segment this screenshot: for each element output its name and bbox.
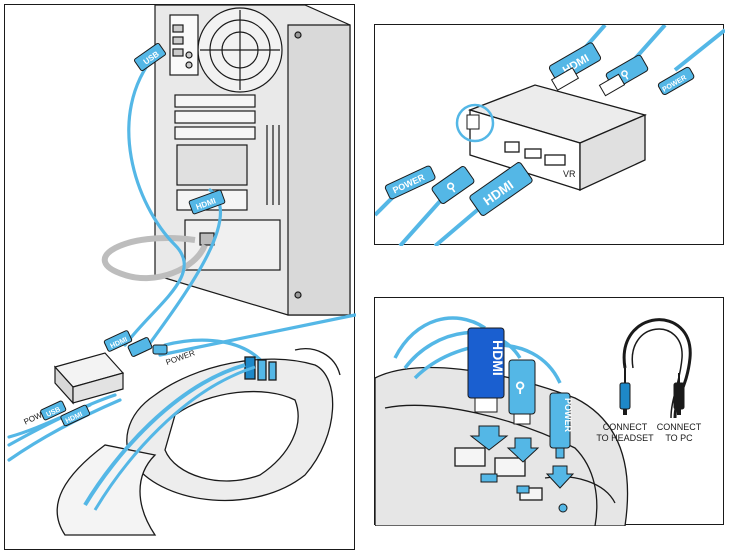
headset-power-port: [558, 503, 568, 513]
power-switch: [466, 114, 480, 130]
usb-c-cable: [619, 318, 692, 419]
insert-arrows: [469, 425, 575, 489]
hdmi-plug-pc: HDMI: [188, 189, 226, 215]
overview-illustration: USB HDMI HDMI POWER POWER USB HDMI: [7, 5, 356, 536]
hdmi-plug-headset: HDMI: [467, 327, 506, 413]
link-box-output-plugs: POWER USB HDMI: [22, 400, 91, 427]
connect-headset-label-1: CONNECT: [603, 422, 648, 432]
link-box: [53, 352, 125, 405]
vr-headset: [56, 348, 341, 536]
connect-pc-label-1: CONNECT: [657, 422, 702, 432]
pc-tower: [154, 5, 351, 316]
power-plug-headset: POWER: [549, 392, 573, 459]
headset-hdmi-port: [480, 473, 498, 483]
connect-pc-label-2: TO PC: [665, 433, 693, 443]
power-plug-bottom: POWER: [384, 165, 436, 200]
usb-plug-headset: ⚲: [508, 359, 536, 425]
headset-connection-illustration: HDMI ⚲ POWER: [375, 316, 702, 526]
usb-plug-bottom: ⚲: [431, 166, 475, 204]
headset-connection-panel: HDMI ⚲ POWER: [374, 297, 724, 526]
headset-usb-port: [516, 485, 530, 494]
svg-text:⚲: ⚲: [515, 379, 525, 395]
hdmi-plug-top: HDMI: [548, 42, 602, 91]
link-box-closeup-panel: HDMI ⚲ POWER VR: [374, 24, 725, 246]
link-box-cables: [7, 53, 356, 462]
connect-headset-label-2: TO HEADSET: [596, 433, 654, 443]
hdmi-plug-bottom: HDMI: [469, 162, 533, 216]
pc-connector: [673, 382, 685, 410]
link-box-device: VR: [467, 84, 647, 192]
usb-plug-top: ⚲: [598, 54, 649, 97]
svg-text:POWER: POWER: [563, 398, 573, 433]
svg-text:VR: VR: [563, 169, 576, 179]
link-box-input-plugs: HDMI POWER: [103, 330, 196, 367]
svg-text:HDMI: HDMI: [490, 340, 506, 376]
headset-connector: [619, 382, 631, 410]
power-switch-highlight: [455, 103, 495, 143]
setup-overview-panel: USB HDMI HDMI POWER POWER USB HDMI: [4, 4, 356, 550]
link-box-closeup-illustration: HDMI ⚲ POWER VR: [375, 25, 725, 246]
